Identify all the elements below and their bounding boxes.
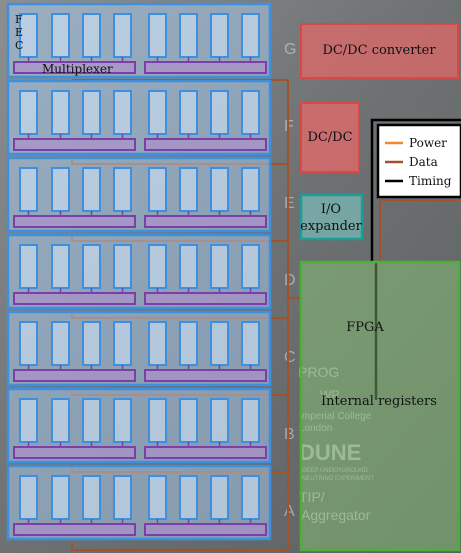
fec-chip bbox=[180, 91, 197, 134]
fec-board bbox=[8, 81, 270, 154]
legend-timing-label: Timing bbox=[409, 174, 452, 188]
fec-board bbox=[8, 235, 270, 308]
silk-row-letter: B bbox=[284, 426, 295, 443]
multiplexer-right bbox=[145, 293, 266, 304]
fec-chip bbox=[180, 168, 197, 211]
multiplexer-left bbox=[14, 139, 135, 150]
fec-chip bbox=[149, 14, 166, 57]
fec-chip bbox=[83, 245, 100, 288]
fec-chip bbox=[211, 322, 228, 365]
fec-chip bbox=[83, 91, 100, 134]
fec-chip bbox=[114, 476, 131, 519]
fec-chip bbox=[149, 399, 166, 442]
fec-chip bbox=[52, 399, 69, 442]
fec-chip bbox=[114, 91, 131, 134]
fec-chip bbox=[20, 245, 37, 288]
fec-chip bbox=[52, 476, 69, 519]
fec-chip bbox=[211, 168, 228, 211]
fec-chip bbox=[52, 91, 69, 134]
silk-row-letter: G bbox=[284, 41, 296, 58]
fec-chip bbox=[83, 168, 100, 211]
fec-letter-f: F bbox=[15, 13, 23, 26]
fec-chip bbox=[180, 476, 197, 519]
fec-chip bbox=[242, 476, 259, 519]
multiplexer-right bbox=[145, 216, 266, 227]
fec-chip bbox=[83, 399, 100, 442]
dcdc-label: DC/DC bbox=[307, 130, 352, 145]
fec-chip bbox=[180, 245, 197, 288]
multiplexer-left bbox=[14, 447, 135, 458]
legend-data-label: Data bbox=[409, 155, 438, 169]
fec-chip bbox=[20, 168, 37, 211]
fec-chip bbox=[20, 322, 37, 365]
fec-chip bbox=[114, 14, 131, 57]
fec-board bbox=[8, 158, 270, 231]
fec-letter-c: C bbox=[15, 39, 23, 52]
fec-chip bbox=[20, 399, 37, 442]
fec-chip bbox=[211, 476, 228, 519]
fec-chip bbox=[149, 168, 166, 211]
multiplexer-right bbox=[145, 524, 266, 535]
silk-row-letter: C bbox=[284, 349, 296, 366]
silk-row-letter: D bbox=[284, 272, 296, 289]
fec-chip bbox=[52, 14, 69, 57]
fec-chip bbox=[242, 168, 259, 211]
fec-chip bbox=[242, 399, 259, 442]
legend-power-label: Power bbox=[409, 136, 447, 150]
fec-chip bbox=[180, 14, 197, 57]
multiplexer-right bbox=[145, 139, 266, 150]
fec-chip bbox=[20, 91, 37, 134]
fec-chip bbox=[83, 14, 100, 57]
fec-chip bbox=[114, 168, 131, 211]
fec-chip bbox=[149, 476, 166, 519]
silk-row-letter: A bbox=[284, 503, 295, 520]
fec-chip bbox=[52, 168, 69, 211]
fec-chip bbox=[242, 322, 259, 365]
fpga-label: FPGA bbox=[346, 320, 384, 335]
io-expander-label-line2: expander bbox=[300, 219, 362, 234]
fec-board bbox=[8, 389, 270, 462]
fec-chip bbox=[52, 322, 69, 365]
multiplexer-left bbox=[14, 216, 135, 227]
fec-chip bbox=[83, 322, 100, 365]
multiplexer-right bbox=[145, 447, 266, 458]
fec-chip bbox=[242, 14, 259, 57]
io-expander-label-line1: I/O bbox=[321, 202, 341, 217]
dcdc-converter-label: DC/DC converter bbox=[322, 43, 436, 58]
fec-chip bbox=[114, 245, 131, 288]
fec-chip bbox=[211, 14, 228, 57]
fec-chip bbox=[211, 399, 228, 442]
fec-chip bbox=[114, 322, 131, 365]
fec-chip bbox=[211, 91, 228, 134]
fec-chip bbox=[149, 91, 166, 134]
fec-boards bbox=[8, 4, 270, 539]
multiplexer-right bbox=[145, 62, 266, 73]
fec-board bbox=[8, 466, 270, 539]
internal-registers-label: Internal registers bbox=[321, 394, 437, 409]
fec-letter-e: E bbox=[15, 26, 23, 39]
multiplexer-left bbox=[14, 524, 135, 535]
multiplexer-label: Multiplexer bbox=[42, 62, 113, 76]
fec-chip bbox=[180, 399, 197, 442]
fec-chip bbox=[211, 245, 228, 288]
fec-chip bbox=[242, 245, 259, 288]
fec-chip bbox=[52, 245, 69, 288]
fec-chip bbox=[20, 476, 37, 519]
multiplexer-left bbox=[14, 293, 135, 304]
fec-chip bbox=[242, 91, 259, 134]
multiplexer-left bbox=[14, 370, 135, 381]
fec-chip bbox=[180, 322, 197, 365]
fec-chip bbox=[149, 322, 166, 365]
silk-row-letter: E bbox=[284, 195, 295, 212]
multiplexer-right bbox=[145, 370, 266, 381]
fec-label: F E C bbox=[15, 13, 23, 52]
fec-chip bbox=[149, 245, 166, 288]
fec-board bbox=[8, 312, 270, 385]
fec-chip bbox=[83, 476, 100, 519]
fec-chip bbox=[114, 399, 131, 442]
